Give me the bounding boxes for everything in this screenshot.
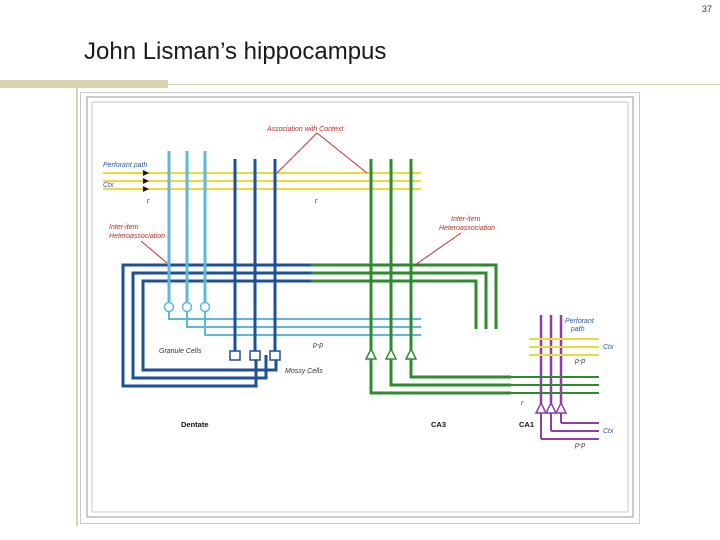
annotation-arrows	[140, 132, 462, 266]
path-right-label: path	[570, 326, 585, 333]
dentate-heteroassociation-loops	[121, 263, 321, 388]
pp-right-bottom-label: p-p	[574, 442, 585, 449]
ca1-outputs	[540, 413, 599, 440]
perforant-path-fibers	[103, 172, 421, 190]
mossy-cell-somas	[229, 350, 281, 361]
association-with-context-label: Association with Context	[266, 126, 344, 133]
ctx-right-bottom-label: Ctx	[603, 428, 614, 435]
perforant-path-arrows	[143, 170, 149, 192]
granule-cells-label: Granule Cells	[159, 348, 202, 355]
ca3-pyramidal-somas	[364, 347, 418, 360]
ca3-heteroassociation-loops	[311, 263, 511, 395]
perforant-path-label: Perforant path	[103, 162, 147, 169]
ca3-pyramidal-dendrites	[369, 159, 413, 351]
diagram-canvas: Association with Context Perforant path …	[86, 96, 634, 518]
pp-label: p-p	[312, 342, 323, 349]
ctx-left-label: Ctx	[103, 182, 114, 189]
pp-right-top-label: p-p	[574, 358, 585, 365]
dentate-region-label: Dentate	[181, 420, 209, 429]
ca3-region-label: CA3	[431, 420, 446, 429]
heteroassociation-right-label: Heteroassociation	[439, 225, 495, 232]
r-left-label: r	[147, 198, 150, 205]
perforant-path-right-label: Perforant	[565, 318, 595, 325]
granule-cell-somas	[163, 301, 211, 313]
mossy-cells-label: Mossy Cells	[285, 368, 323, 375]
ca1-pyramidal-somas	[534, 401, 568, 414]
ca1-schaffer-inputs	[511, 376, 599, 394]
ca1-perforant-inputs	[529, 338, 599, 356]
mossy-cell-dendrites	[233, 159, 277, 351]
granule-cell-dendrites	[167, 151, 207, 303]
slide-title: John Lisman’s hippocampus	[84, 38, 387, 65]
r-mid-label: r	[315, 198, 318, 205]
side-accent-bar	[76, 88, 78, 526]
title-accent-bar	[0, 80, 168, 88]
hippocampus-diagram: Association with Context Perforant path …	[80, 92, 640, 524]
dentate-mossy-loops	[168, 293, 421, 336]
inter-item-left-label: Inter-item	[109, 224, 139, 231]
ctx-right-top-label: Ctx	[603, 344, 614, 351]
ca1-pyramidal-dendrites	[539, 315, 563, 405]
title-divider	[168, 84, 720, 85]
ca1-region-label: CA1	[519, 420, 534, 429]
slide-number: 37	[701, 4, 712, 14]
inter-item-right-label: Inter-item	[451, 216, 481, 223]
heteroassociation-left-label: Heteroassociation	[109, 233, 165, 240]
r-right-label: r	[521, 400, 524, 407]
